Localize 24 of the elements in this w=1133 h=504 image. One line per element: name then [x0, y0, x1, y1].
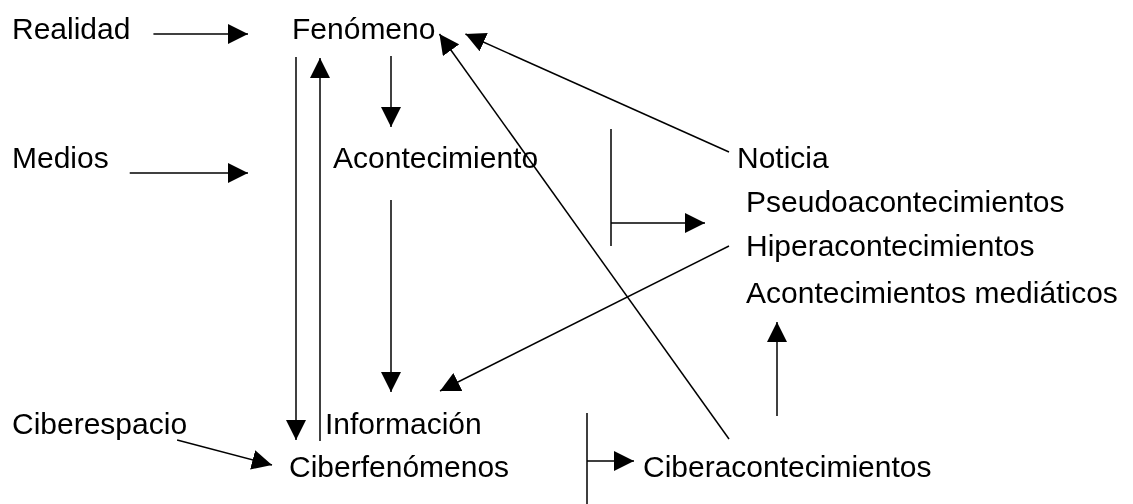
concept-label: Fenómeno: [292, 14, 436, 44]
arrow: [381, 199, 401, 393]
concept-label: Pseudoacontecimientos: [746, 187, 1065, 217]
concept-label: Hiperacontecimientos: [746, 231, 1035, 261]
concept-label: Noticia: [737, 143, 829, 173]
arrow: [286, 56, 306, 441]
arrow: [128, 163, 249, 183]
arrow: [152, 24, 249, 44]
arrow: [439, 245, 730, 392]
arrow: [767, 321, 787, 417]
concept-label: Realidad: [12, 14, 131, 44]
arrow: [310, 57, 330, 442]
arrow: [381, 55, 401, 128]
bracket-arrow: [586, 412, 635, 504]
concept-label: Acontecimientos mediáticos: [746, 278, 1118, 308]
concept-label: Ciberespacio: [12, 409, 188, 439]
arrow: [176, 439, 273, 470]
concept-label: Información: [325, 409, 482, 439]
concept-label: Ciberfenómenos: [289, 452, 510, 482]
concept-label: Ciberacontecimientos: [643, 452, 932, 482]
arrow: [464, 33, 730, 153]
arrow: [438, 33, 730, 440]
concept-label: Medios: [12, 143, 109, 173]
bracket-arrow: [610, 128, 706, 247]
